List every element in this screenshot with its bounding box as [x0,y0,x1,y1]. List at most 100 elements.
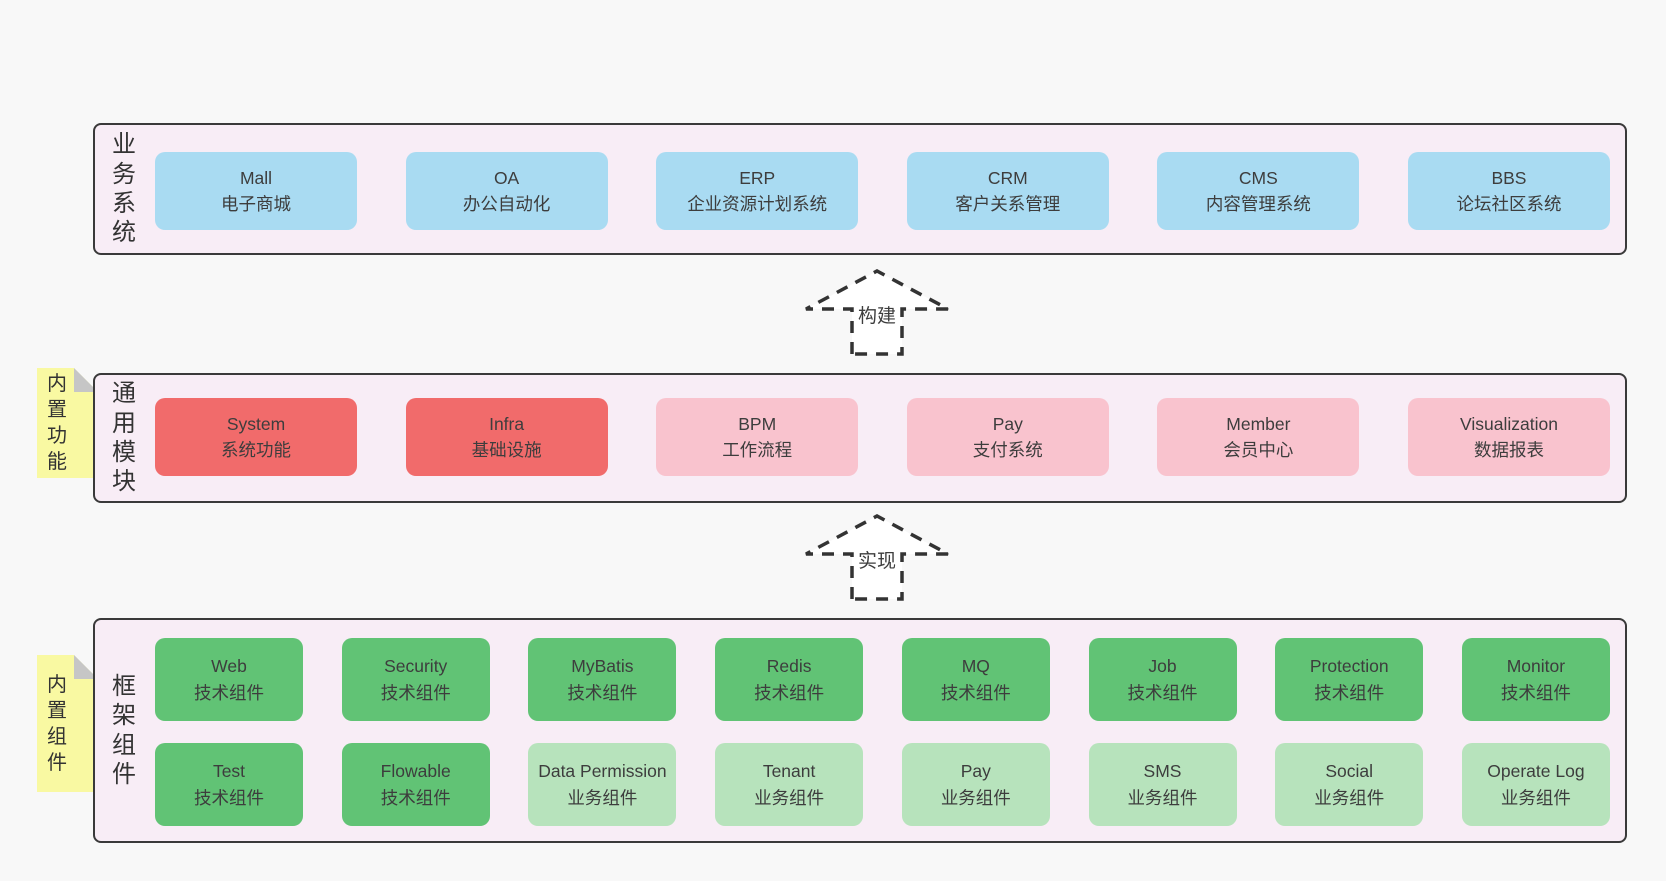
framework-components-side-label: 框架组件 [105,620,143,841]
box-title: Redis [766,656,812,677]
box-title: ERP [739,167,776,188]
box-member: Member 会员中心 [1157,398,1360,476]
box-job: Job 技术组件 [1088,638,1237,721]
box-subtitle: 客户关系管理 [955,194,1061,214]
box-subtitle: 业务组件 [1500,787,1571,808]
box-crm: CRM 客户关系管理 [906,152,1109,230]
box-subtitle: 技术组件 [194,682,264,703]
box-operate-log: Operate Log 业务组件 [1461,743,1610,826]
common-modules-row: System 系统功能 Infra 基础设施 BPM 工作流程 Pay 支付系统… [155,398,1610,476]
box-web: Web 技术组件 [155,638,303,721]
box-sms: SMS 业务组件 [1088,743,1237,826]
box-subtitle: 业务组件 [1314,787,1385,808]
box-title: Infra [489,413,525,434]
box-title: Social [1325,761,1374,782]
box-subtitle: 业务组件 [940,787,1011,808]
box-tenant: Tenant 业务组件 [715,743,864,826]
implement-arrow: 实现 [802,512,952,602]
box-erp: ERP 企业资源计划系统 [656,152,859,230]
builtin-components-tab-label: 内置组件 [47,673,67,774]
box-title: Pay [992,413,1023,434]
box-protection: Protection 技术组件 [1275,638,1424,721]
side-label-text: 通用模块 [112,380,136,496]
box-title: SMS [1143,761,1182,782]
box-pay: Pay 支付系统 [906,398,1109,476]
box-title: OA [493,167,520,188]
box-infra: Infra 基础设施 [405,398,608,476]
box-title: Job [1148,656,1177,677]
box-title: Member [1226,413,1291,434]
box-title: Protection [1309,656,1389,677]
box-subtitle: 技术组件 [567,682,638,703]
box-title: BPM [738,413,777,434]
box-subtitle: 电子商城 [221,194,291,214]
build-arrow-label: 构建 [857,306,896,327]
box-title: CMS [1238,167,1278,188]
box-title: MQ [961,656,990,677]
box-title: System [226,413,286,434]
builtin-features-tab-label: 内置功能 [47,373,67,473]
box-subtitle: 基础设施 [471,440,542,460]
box-redis: Redis 技术组件 [715,638,864,721]
framework-components-row-2: Test 技术组件 Flowable 技术组件 Data Permission … [155,743,1610,826]
box-cms: CMS 内容管理系统 [1157,152,1360,230]
box-subtitle: 技术组件 [380,682,451,703]
box-monitor: Monitor 技术组件 [1461,638,1610,721]
up-arrow-icon [805,269,949,356]
box-subtitle: 工作流程 [722,440,793,460]
box-title: Visualization [1460,413,1558,434]
box-subtitle: 企业资源计划系统 [687,194,828,214]
box-subtitle: 会员中心 [1223,440,1294,460]
box-subtitle: 系统功能 [221,440,291,460]
build-arrow: 构建 [802,267,952,357]
box-title: Test [212,761,246,782]
box-pay-business: Pay 业务组件 [901,743,1050,826]
box-title: MyBatis [571,656,634,677]
box-subtitle: 支付系统 [972,440,1043,460]
box-title: Operate Log [1487,761,1585,782]
box-system: System 系统功能 [155,398,357,476]
box-visualization: Visualization 数据报表 [1407,398,1610,476]
section-framework-components: 框架组件 Web 技术组件 Security 技术组件 MyBatis 技术组件… [93,618,1627,843]
common-modules-side-label: 通用模块 [105,375,143,501]
box-oa: OA 办公自动化 [405,152,608,230]
side-label-text: 框架组件 [112,672,136,788]
framework-components-row-1: Web 技术组件 Security 技术组件 MyBatis 技术组件 Redi… [155,638,1610,721]
box-subtitle: 业务组件 [754,787,825,808]
box-title: BBS [1491,167,1527,188]
box-title: CRM [987,167,1028,188]
box-mall: Mall 电子商城 [155,152,357,230]
box-subtitle: 技术组件 [1314,682,1385,703]
box-bpm: BPM 工作流程 [656,398,859,476]
box-subtitle: 办公自动化 [462,194,551,214]
implement-arrow-label: 实现 [857,551,896,572]
business-systems-row: Mall 电子商城 OA 办公自动化 ERP 企业资源计划系统 CRM 客户关系… [155,152,1610,230]
box-title: Data Permission [538,761,667,782]
box-subtitle: 技术组件 [940,682,1011,703]
box-security: Security 技术组件 [341,638,490,721]
box-title: Mall [239,167,273,188]
side-label-text: 业务系统 [112,131,136,247]
box-title: Pay [960,761,991,782]
box-title: Security [384,656,448,677]
box-mybatis: MyBatis 技术组件 [528,638,677,721]
box-subtitle: 业务组件 [1127,787,1198,808]
section-business-systems: 业务系统 Mall 电子商城 OA 办公自动化 ERP 企业资源计划系统 CRM… [93,123,1627,255]
box-data-permission: Data Permission 业务组件 [528,743,677,826]
box-subtitle: 技术组件 [380,787,451,808]
box-flowable: Flowable 技术组件 [341,743,490,826]
box-subtitle: 技术组件 [1127,682,1198,703]
box-subtitle: 技术组件 [1500,682,1571,703]
box-subtitle: 技术组件 [754,682,825,703]
box-title: Flowable [380,761,451,782]
up-arrow-icon [805,514,949,601]
box-test: Test 技术组件 [155,743,303,826]
box-subtitle: 技术组件 [194,787,264,808]
box-bbs: BBS 论坛社区系统 [1407,152,1610,230]
box-mq: MQ 技术组件 [901,638,1050,721]
box-title: Monitor [1506,656,1566,677]
box-subtitle: 论坛社区系统 [1456,194,1562,214]
box-subtitle: 内容管理系统 [1205,194,1311,214]
box-title: Tenant [762,761,816,782]
